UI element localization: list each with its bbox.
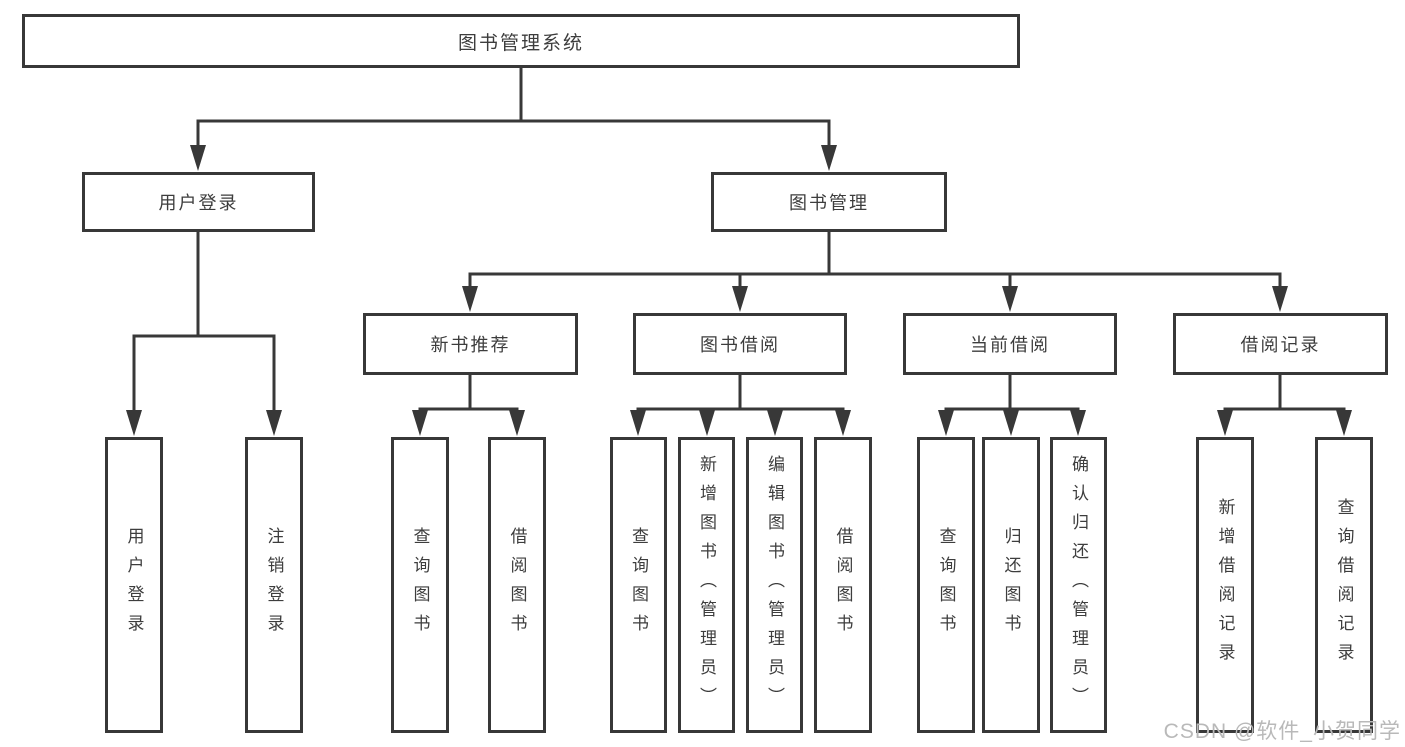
node-current-borrowing-label: 当前借阅: [970, 335, 1050, 355]
leaf-query-borrow-record: 查询借阅记录: [1315, 437, 1373, 733]
leaf-query-books-current-label: 查询图书: [936, 527, 956, 643]
node-user-login: 用户登录: [82, 172, 315, 232]
watermark: CSDN @软件_小贺同学: [1163, 720, 1401, 743]
leaf-borrow-books-label: 借阅图书: [833, 527, 853, 643]
leaf-add-borrow-record: 新增借阅记录: [1196, 437, 1254, 733]
leaf-add-borrow-record-label: 新增借阅记录: [1215, 498, 1235, 672]
node-library-management-system: 图书管理系统: [22, 14, 1020, 68]
leaf-return-books: 归还图书: [982, 437, 1040, 733]
leaf-user-login: 用户登录: [105, 437, 163, 733]
leaf-borrow-books-recommend-label: 借阅图书: [507, 527, 527, 643]
node-borrowing-records: 借阅记录: [1173, 313, 1388, 375]
leaf-return-books-label: 归还图书: [1001, 527, 1021, 643]
leaf-confirm-return-admin: 确认归还（管理员）: [1050, 437, 1107, 733]
leaf-edit-books-admin-label: 编辑图书（管理员）: [765, 454, 784, 716]
leaf-query-books-borrow: 查询图书: [610, 437, 667, 733]
node-new-book-recommend-label: 新书推荐: [430, 335, 511, 355]
leaf-query-books-recommend-label: 查询图书: [410, 527, 430, 643]
leaf-logout: 注销登录: [245, 437, 303, 733]
node-new-book-recommend: 新书推荐: [363, 313, 578, 375]
leaf-edit-books-admin: 编辑图书（管理员）: [746, 437, 803, 733]
node-book-management-label: 图书管理: [789, 193, 869, 213]
leaf-add-books-admin-label: 新增图书（管理员）: [697, 454, 716, 716]
leaf-borrow-books: 借阅图书: [814, 437, 872, 733]
leaf-query-borrow-record-label: 查询借阅记录: [1334, 498, 1354, 672]
leaf-query-books-current: 查询图书: [917, 437, 975, 733]
node-borrowing-records-label: 借阅记录: [1240, 335, 1321, 355]
node-user-login-label: 用户登录: [158, 193, 239, 213]
leaf-borrow-books-recommend: 借阅图书: [488, 437, 546, 733]
leaf-logout-label: 注销登录: [264, 527, 284, 643]
leaf-confirm-return-admin-label: 确认归还（管理员）: [1069, 454, 1088, 716]
leaf-user-login-label: 用户登录: [124, 527, 144, 643]
leaf-add-books-admin: 新增图书（管理员）: [678, 437, 735, 733]
node-library-management-system-label: 图书管理系统: [457, 32, 584, 54]
leaf-query-books-recommend: 查询图书: [391, 437, 449, 733]
node-book-management: 图书管理: [711, 172, 947, 232]
node-book-borrowing: 图书借阅: [633, 313, 847, 375]
node-current-borrowing: 当前借阅: [903, 313, 1117, 375]
node-book-borrowing-label: 图书借阅: [700, 335, 780, 355]
leaf-query-books-borrow-label: 查询图书: [629, 527, 648, 643]
